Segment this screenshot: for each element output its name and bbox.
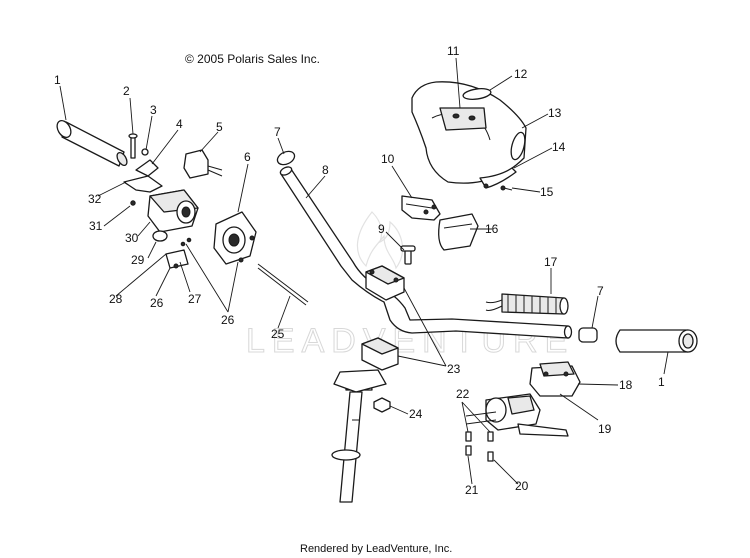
callout-14: 14 bbox=[552, 140, 566, 154]
steering-post bbox=[331, 369, 387, 503]
callout-31: 31 bbox=[89, 219, 103, 233]
copyright-text: © 2005 Polaris Sales Inc. bbox=[185, 52, 320, 66]
heated-grip-element bbox=[485, 293, 569, 315]
callout-29: 29 bbox=[131, 253, 145, 267]
callout-1-left: 1 bbox=[54, 73, 61, 87]
throttle-cable-25 bbox=[257, 263, 309, 306]
hand-guard-left bbox=[401, 195, 441, 221]
callout-20: 20 bbox=[515, 479, 529, 493]
reservoir-cover bbox=[529, 361, 581, 397]
callout-5: 5 bbox=[216, 120, 223, 134]
callout-15: 15 bbox=[540, 185, 554, 199]
watermark: LEADVENTURE bbox=[246, 211, 568, 361]
cover-plate-26 bbox=[165, 249, 189, 269]
callout-7-right: 7 bbox=[597, 284, 604, 298]
throttle-cover-6 bbox=[213, 211, 257, 265]
callout-21: 21 bbox=[465, 483, 479, 497]
callout-7-top: 7 bbox=[274, 125, 281, 139]
callout-32: 32 bbox=[88, 192, 102, 206]
callout-3: 3 bbox=[150, 103, 157, 117]
callout-17: 17 bbox=[544, 255, 558, 269]
brake-master-cylinder bbox=[485, 393, 569, 437]
right-grip bbox=[615, 329, 698, 353]
throttle-lever bbox=[123, 159, 163, 193]
left-grip bbox=[56, 119, 128, 167]
cover-bracket bbox=[479, 167, 517, 189]
callout-27: 27 bbox=[188, 292, 202, 306]
callout-16: 16 bbox=[485, 222, 499, 236]
callout-11: 11 bbox=[447, 44, 460, 58]
callout-4: 4 bbox=[176, 117, 183, 131]
lower-clamp bbox=[361, 337, 399, 371]
callout-1-right: 1 bbox=[658, 375, 665, 389]
screw-15 bbox=[500, 185, 513, 191]
upper-clamp-top bbox=[365, 265, 405, 301]
callout-23: 23 bbox=[447, 362, 461, 376]
throttle-housing bbox=[147, 189, 199, 233]
cover-piece-right bbox=[438, 213, 479, 251]
callout-19: 19 bbox=[598, 422, 612, 436]
clamp-screws bbox=[465, 411, 497, 462]
callout-22: 22 bbox=[456, 387, 470, 401]
end-plug-right bbox=[578, 327, 598, 343]
callout-24: 24 bbox=[409, 407, 423, 421]
emblem-badge bbox=[462, 88, 492, 100]
screw-2 bbox=[128, 133, 138, 159]
callout-9: 9 bbox=[378, 222, 385, 236]
footer-text: Rendered by LeadVenture, Inc. bbox=[300, 543, 452, 555]
callout-26-left: 26 bbox=[150, 296, 164, 310]
end-plug-top bbox=[276, 150, 296, 166]
callout-18: 18 bbox=[619, 378, 633, 392]
callout-25: 25 bbox=[271, 327, 285, 341]
nut-24 bbox=[373, 397, 391, 413]
callout-8: 8 bbox=[322, 163, 329, 177]
callout-numbers: 1 2 3 4 5 6 7 8 11 12 13 14 15 10 16 9 1… bbox=[54, 44, 665, 497]
washer-3 bbox=[141, 148, 149, 156]
plug-29 bbox=[152, 230, 168, 242]
callout-30: 30 bbox=[125, 231, 139, 245]
handlebar-cover bbox=[411, 81, 527, 184]
callout-12: 12 bbox=[514, 67, 528, 81]
screw-31 bbox=[130, 200, 136, 206]
callout-6: 6 bbox=[244, 150, 251, 164]
callout-13: 13 bbox=[548, 106, 562, 120]
bolt-9 bbox=[400, 245, 416, 265]
callout-26-right: 26 bbox=[221, 313, 235, 327]
small-screws bbox=[180, 237, 192, 247]
leader-lines bbox=[59, 57, 669, 485]
callout-28: 28 bbox=[109, 292, 123, 306]
callout-10: 10 bbox=[381, 152, 395, 166]
kill-switch-5 bbox=[183, 149, 223, 179]
callout-2: 2 bbox=[123, 84, 130, 98]
